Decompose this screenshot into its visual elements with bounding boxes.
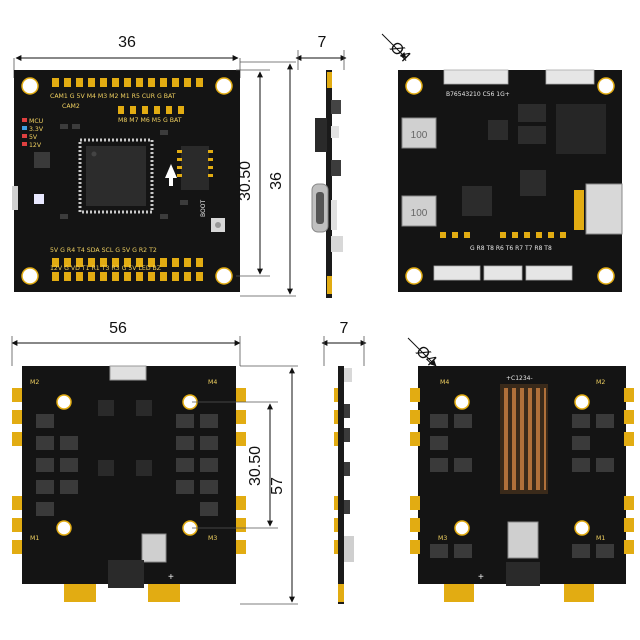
fc-connector-labels: B76543210 C56 1G+ xyxy=(446,91,510,98)
esc-bottom-m3: M3 xyxy=(438,535,447,542)
esc-top-mosfets xyxy=(36,414,218,516)
fc-top-row-labels: CAM1 G 5V M4 M3 M2 M1 R5 CUR G BAT xyxy=(50,93,176,100)
led-label-mcu: MCU xyxy=(29,118,43,125)
esc-bottom-m4: M4 xyxy=(440,379,449,386)
esc-top-side-pads xyxy=(12,388,246,602)
esc-top-capacitor xyxy=(141,533,167,563)
boot-label: BOOT xyxy=(200,200,207,217)
fc-mid-row-labels: M8 M7 M6 M5 G BAT xyxy=(118,117,182,124)
fc-bottom-row1-labels: 5V G R4 T4 SDA SCL G 5V G R2 T2 xyxy=(50,247,157,254)
esc-top-m1: M1 xyxy=(30,535,39,542)
fc-mcu-chip xyxy=(78,138,154,214)
fc-top-view: 36 xyxy=(12,34,296,297)
esc-bottom-connector-label: +C1234- xyxy=(506,375,533,382)
esc-bottom-capacitor xyxy=(507,521,539,559)
esc-bottom-mosfets xyxy=(430,414,614,558)
esc-height-dim: 57 xyxy=(269,477,286,495)
fc-led-labels: MCU 3.3V 5V 12V xyxy=(22,118,44,149)
esc-bottom-m1: M1 xyxy=(596,535,605,542)
fc-bottom-caps: 100 100 xyxy=(401,117,437,227)
fc-usb-stub xyxy=(12,186,18,210)
esc-side-thickness-dim: 7 xyxy=(340,320,349,337)
fc-height-dim: 36 xyxy=(268,172,285,190)
esc-top-m2: M2 xyxy=(30,379,39,386)
fc-bottom-view: Ø4 B76543210 C56 1G+ 100 100 xyxy=(381,33,623,292)
cap-label-1: 100 xyxy=(411,130,428,141)
esc-bottom-side-pads xyxy=(410,388,634,602)
fc-bottom-row2-labels: 12V G VD T1 R1 T3 R3 G 5V LED BZ xyxy=(50,265,161,272)
fc-mount-dim: 30.50 xyxy=(237,161,254,201)
fc-side-thickness-dim: 7 xyxy=(318,34,327,51)
esc-bottom-m2: M2 xyxy=(596,379,605,386)
fc-width-dim: 36 xyxy=(118,34,136,51)
esc-top-m4: M4 xyxy=(208,379,217,386)
esc-side-view: 7 xyxy=(321,320,367,604)
fc-mount-holes xyxy=(14,70,240,292)
fc-bottom-pad-labels: G R8 T8 R6 T6 R7 T7 R8 T8 xyxy=(470,245,552,252)
esc-mount-dim: 30.50 xyxy=(247,446,264,486)
fc-sensor xyxy=(34,194,44,204)
esc-top-plus: + xyxy=(168,572,174,583)
fc-bottom-osd-chip xyxy=(556,104,606,154)
esc-bottom-view: Ø4 +C1234- xyxy=(407,337,634,602)
orientation-arrow-icon xyxy=(165,164,177,186)
esc-bottom-copper-bars xyxy=(500,384,548,494)
esc-top-board xyxy=(22,366,236,584)
esc-bottom-mount-holes xyxy=(454,394,590,536)
led-label-5v: 5V xyxy=(29,134,38,141)
esc-top-connector xyxy=(109,365,147,381)
fc-bottom-usb xyxy=(585,183,623,235)
led-label-12v: 12V xyxy=(29,142,42,149)
esc-top-mount-holes xyxy=(56,394,198,536)
fc-side-view: 7 xyxy=(295,34,347,298)
fc-top-pads xyxy=(52,78,203,281)
fc-bottom-connectors xyxy=(433,69,595,281)
fc-cam2-label: CAM2 xyxy=(62,103,80,110)
fc-flash-chip xyxy=(181,146,209,190)
esc-top-view: 56 xyxy=(11,320,298,605)
esc-top-m3: M3 xyxy=(208,535,217,542)
cap-label-2: 100 xyxy=(411,208,428,219)
fc-bottom-board xyxy=(398,70,622,292)
fc-bottom-mount-holes xyxy=(398,70,622,292)
led-label-3v3: 3.3V xyxy=(29,126,44,133)
fc-gyro-chip xyxy=(34,152,50,168)
esc-width-dim: 56 xyxy=(109,320,127,337)
esc-bottom-plus: + xyxy=(478,572,484,583)
